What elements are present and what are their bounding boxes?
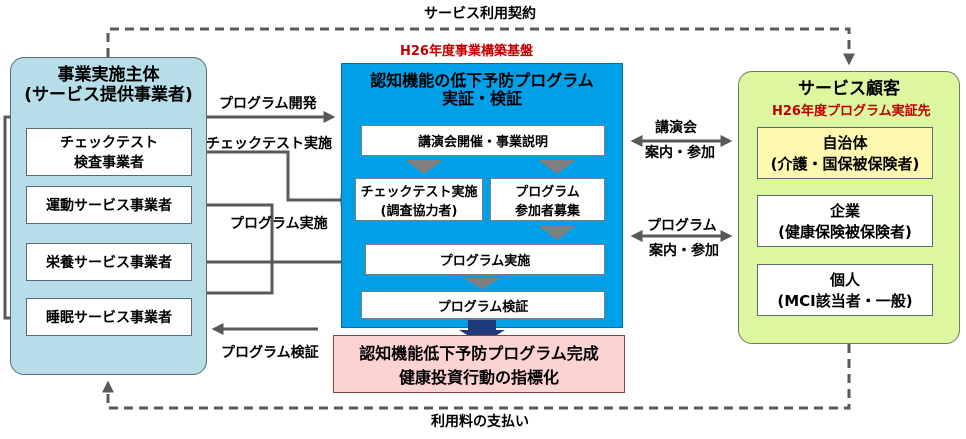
result-box: 認知機能低下予防プログラム完成 健康投資行動の指標化 — [333, 335, 625, 393]
customer-item-company-line2: (健康保険被保険者) — [778, 223, 912, 241]
provider-item-nutrition: 栄養サービス事業者 — [26, 243, 192, 281]
customer-item-municipality-line2: (介護・国保被保険者) — [770, 155, 920, 173]
provider-item-sleep-label: 睡眠サービス事業者 — [46, 310, 172, 326]
program-link-label-1: プログラム — [647, 218, 717, 234]
program-dev-label: プログラム開発 — [219, 96, 317, 112]
seminar-link-label-2: 案内・参加 — [645, 145, 715, 161]
center-title-line2: 実証・検証 — [441, 89, 522, 109]
provider-item-checktest-line2: 検査事業者 — [74, 155, 144, 171]
step-checktest: チェックテスト実施 (調査協力者) — [355, 178, 483, 221]
provider-item-sleep: 睡眠サービス事業者 — [26, 298, 192, 336]
step-seminar: 講演会開催・事業説明 — [361, 125, 605, 156]
step-recruit-line1: プログラム — [515, 184, 580, 200]
payment-dashed-line — [102, 344, 851, 410]
provider-item-exercise: 運動サービス事業者 — [26, 186, 192, 224]
customer-item-municipality-line1: 自治体 — [822, 134, 868, 152]
provider-item-checktest-line1: チェックテスト — [60, 135, 158, 151]
checktest-arrow — [192, 150, 353, 206]
step-checktest-line2: (調査協力者) — [380, 203, 458, 219]
provider-item-checktest: チェックテスト 検査事業者 — [26, 128, 192, 176]
center-title-line1: 認知機能の低下予防プログラム — [370, 71, 594, 90]
payment-label: 利用料の支払い — [431, 414, 529, 430]
program-link-label-2: 案内・参加 — [649, 243, 719, 259]
customer-subheader: H26年度プログラム実証先 — [772, 104, 931, 119]
seminar-link-label-1: 講演会 — [655, 120, 697, 136]
result-line1: 認知機能低下予防プログラム完成 — [359, 344, 599, 363]
step-checktest-line1: チェックテスト実施 — [360, 184, 478, 200]
provider-title-line2: (サービス提供事業者) — [24, 84, 193, 105]
center-header: H26年度事業構築基盤 — [400, 44, 533, 59]
provider-title-line1: 事業実施主体 — [57, 65, 160, 85]
center-title: 認知機能の低下予防プログラム 実証・検証 — [341, 71, 623, 109]
program-impl-arrow — [192, 203, 274, 295]
program-verify-label: プログラム検証 — [221, 345, 319, 361]
step-recruit: プログラム 参加者募集 — [490, 178, 605, 221]
contract-dashed-line — [106, 27, 855, 66]
provider-item-nutrition-label: 栄養サービス事業者 — [46, 255, 172, 271]
step-program-verify: プログラム検証 — [361, 291, 605, 319]
step-recruit-line2: 参加者募集 — [514, 203, 580, 219]
customer-item-individual: 個人 (MCI該当者・一般) — [757, 264, 933, 316]
provider-title: 事業実施主体 (サービス提供事業者) — [10, 65, 207, 105]
result-line2: 健康投資行動の指標化 — [398, 368, 559, 387]
checktest-impl-label: チェックテスト実施 — [206, 136, 332, 152]
customer-title: サービス顧客 — [798, 79, 900, 99]
customer-item-individual-line2: (MCI該当者・一般) — [777, 292, 913, 310]
customer-item-company: 企業 (健康保険被保険者) — [757, 195, 933, 247]
contract-label: サービス利用契約 — [424, 6, 536, 22]
program-impl-label: プログラム実施 — [230, 216, 328, 232]
customer-item-individual-line1: 個人 — [829, 271, 860, 289]
customer-item-company-line1: 企業 — [829, 202, 860, 220]
customer-item-municipality: 自治体 (介護・国保被保険者) — [757, 127, 933, 179]
step-program-impl: プログラム実施 — [365, 244, 605, 275]
provider-item-exercise-label: 運動サービス事業者 — [46, 198, 172, 214]
